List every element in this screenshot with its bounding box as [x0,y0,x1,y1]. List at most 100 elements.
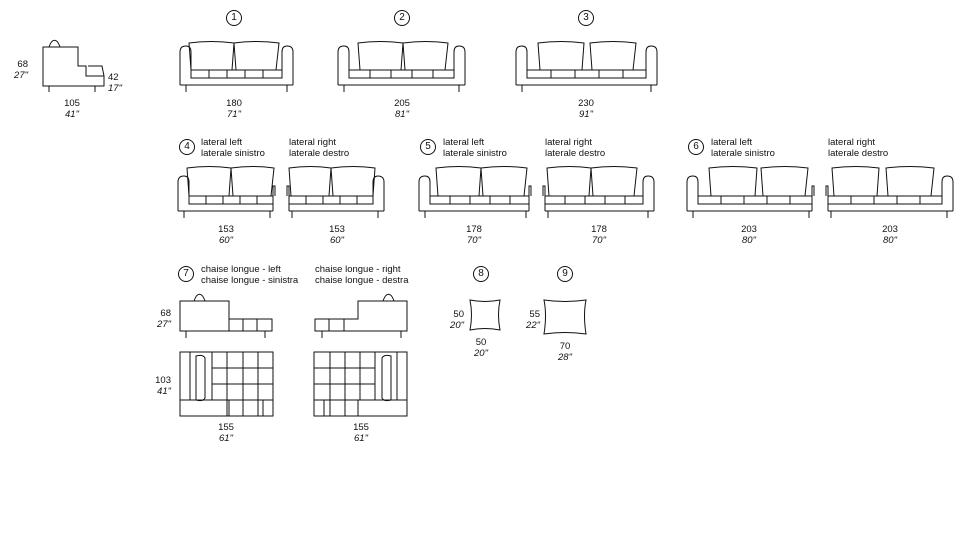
badge-5: 5 [420,139,436,155]
chaise-depth-label: 103 41" [155,375,171,397]
caption-line-1: lateral left [201,137,243,148]
lateral-5-right-width: 178 70" [591,224,607,246]
height-in: 20" [450,320,464,331]
badge-3: 3 [578,10,594,26]
sofa-3-width: 230 91" [578,98,594,120]
sofa-3-width-in: 91" [579,109,593,120]
chaise-right-side-drawing [314,293,408,338]
caption-line-1: lateral left [711,137,753,148]
width-cm: 155 [353,422,369,433]
caption-line-1: chaise longue - right [315,264,401,275]
lateral-6-right-caption: lateral right laterale destro [828,137,888,159]
sofa-1-width-cm: 180 [226,98,242,109]
width-cm: 153 [218,224,234,235]
cushion-9-height: 55 22" [526,309,540,331]
width-in: 70" [592,235,606,246]
badge-2: 2 [394,10,410,26]
width-cm: 178 [466,224,482,235]
width-cm: 50 [475,337,487,348]
cushion-9-drawing [543,299,587,335]
lateral-5-right-drawing [542,166,655,218]
width-in: 61" [354,433,368,444]
side-seat-height-in: 17" [108,83,122,94]
lateral-4-right-width: 153 60" [329,224,345,246]
caption-line-2: laterale destro [545,148,606,159]
lateral-4-right-drawing [286,166,385,218]
caption-line-1: lateral right [545,137,592,148]
width-in: 80" [742,235,756,246]
side-height-in: 27" [14,70,28,81]
sofa-1-width: 180 71" [226,98,242,120]
caption-line-2: chaise longue - sinistra [201,275,299,286]
width-cm: 178 [591,224,607,235]
width-cm: 153 [329,224,345,235]
caption-line-2: laterale sinistro [711,148,775,159]
badge-8: 8 [473,266,489,282]
caption-line-2: laterale destro [828,148,889,159]
caption-line-2: laterale sinistro [443,148,507,159]
caption-line-1: chaise longue - left [201,264,281,275]
width-in: 70" [467,235,481,246]
side-seat-height-label: 42 17" [108,72,122,94]
sofa-3-drawing [515,41,658,92]
lateral-4-right-caption: lateral right laterale destro [289,137,349,159]
height-in: 27" [157,319,171,330]
badge-6: 6 [688,139,704,155]
badge-4: 4 [179,139,195,155]
lateral-6-left-caption: lateral left laterale sinistro [711,137,775,159]
width-in: 61" [219,433,233,444]
width-in: 28" [558,352,572,363]
width-in: 20" [474,348,488,359]
sofa-1-drawing [179,41,294,92]
caption-line-2: laterale destro [289,148,350,159]
lateral-6-right-drawing [825,166,954,218]
side-depth-in: 41" [65,109,79,120]
width-in: 60" [330,235,344,246]
lateral-4-left-width: 153 60" [218,224,234,246]
chaise-left-side-drawing [179,293,273,338]
height-cm: 50 [453,309,464,320]
badge-9: 9 [557,266,573,282]
lateral-5-left-drawing [418,166,532,218]
sofa-2-width-cm: 205 [394,98,410,109]
height-cm: 68 [160,308,171,319]
sofa-2-width-in: 81" [395,109,409,120]
cushion-8-width: 50 20" [474,337,488,359]
height-in: 22" [526,320,540,331]
chaise-height-label: 68 27" [157,308,171,330]
lateral-5-left-caption: lateral left laterale sinistro [443,137,507,159]
chaise-right-caption: chaise longue - right chaise longue - de… [315,264,408,286]
width-cm: 70 [559,341,571,352]
cushion-8-drawing [469,299,501,331]
width-cm: 155 [218,422,234,433]
chaise-right-top-drawing [313,351,408,417]
chaise-right-width: 155 61" [353,422,369,444]
lateral-4-left-drawing [177,166,276,218]
lateral-6-left-drawing [686,166,815,218]
width-in: 80" [883,235,897,246]
cushion-9-width: 70 28" [558,341,572,363]
side-view-drawing [42,39,105,92]
chaise-left-width: 155 61" [218,422,234,444]
side-height-cm: 68 [17,59,28,70]
lateral-6-right-width: 203 80" [882,224,898,246]
lateral-5-right-caption: lateral right laterale destro [545,137,605,159]
caption-line-2: laterale sinistro [201,148,265,159]
side-seat-height-cm: 42 [108,72,119,83]
sofa-2-drawing [337,41,466,92]
cushion-8-height: 50 20" [450,309,464,331]
sofa-1-width-in: 71" [227,109,241,120]
sofa-3-width-cm: 230 [578,98,594,109]
chaise-left-caption: chaise longue - left chaise longue - sin… [201,264,298,286]
caption-line-1: lateral right [289,137,336,148]
side-depth-cm: 105 [64,98,80,109]
width-cm: 203 [882,224,898,235]
caption-line-1: lateral left [443,137,485,148]
height-cm: 55 [529,309,540,320]
side-height-label: 68 27" [14,59,28,81]
side-depth-label: 105 41" [64,98,80,120]
badge-7: 7 [178,266,194,282]
depth-in: 41" [157,386,171,397]
sofa-2-width: 205 81" [394,98,410,120]
